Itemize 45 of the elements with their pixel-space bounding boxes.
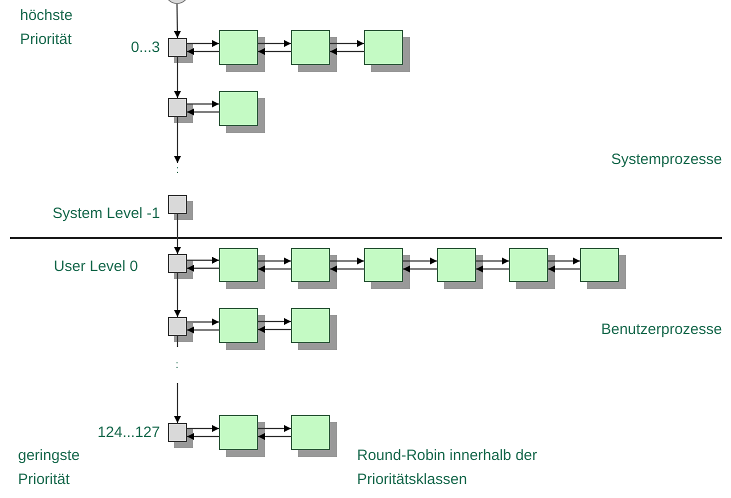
ellipsis-mark: : <box>172 163 183 177</box>
arrow <box>187 256 219 264</box>
annotation-text: Benutzerprozesse <box>600 320 722 340</box>
arrow <box>258 433 291 440</box>
connector-line <box>176 336 178 347</box>
arrow <box>258 266 291 272</box>
annotation-text: Round-Robin innerhalb der Prioritätsklassen <box>357 446 538 490</box>
arrow <box>330 266 364 272</box>
arrow <box>187 264 219 272</box>
arrow <box>187 318 219 326</box>
arrow <box>476 258 509 264</box>
arrow <box>174 117 181 163</box>
arrow <box>403 258 437 264</box>
arrow <box>330 48 364 55</box>
arrow <box>187 100 219 108</box>
arrow <box>174 214 181 254</box>
arrow <box>548 258 580 264</box>
arrow <box>187 326 219 334</box>
arrow <box>476 266 509 272</box>
arrow <box>174 4 181 38</box>
annotation-text: geringste Priorität <box>18 446 81 490</box>
arrow <box>187 108 219 116</box>
arrow <box>330 40 364 47</box>
ellipsis-mark: : <box>174 358 180 372</box>
arrow <box>548 266 580 272</box>
arrow <box>330 258 364 264</box>
annotation-text: höchste Priorität <box>20 6 74 50</box>
arrow <box>258 48 291 55</box>
arrow <box>187 48 219 55</box>
arrow <box>187 40 219 47</box>
arrow <box>174 273 181 317</box>
arrow <box>403 266 437 272</box>
arrow <box>187 425 219 432</box>
priority-label: System Level -1 <box>51 204 160 224</box>
annotation-text: Systemprozesse <box>610 150 722 170</box>
arrow <box>174 57 181 98</box>
arrow <box>258 425 291 432</box>
arrow <box>174 383 181 423</box>
arrow <box>258 326 291 333</box>
priority-label: User Level 0 <box>52 257 138 277</box>
arrow <box>258 40 291 47</box>
arrow <box>258 318 291 325</box>
arrow <box>258 258 291 264</box>
arrow <box>187 433 219 440</box>
priority-label: 124...127 <box>96 423 160 443</box>
